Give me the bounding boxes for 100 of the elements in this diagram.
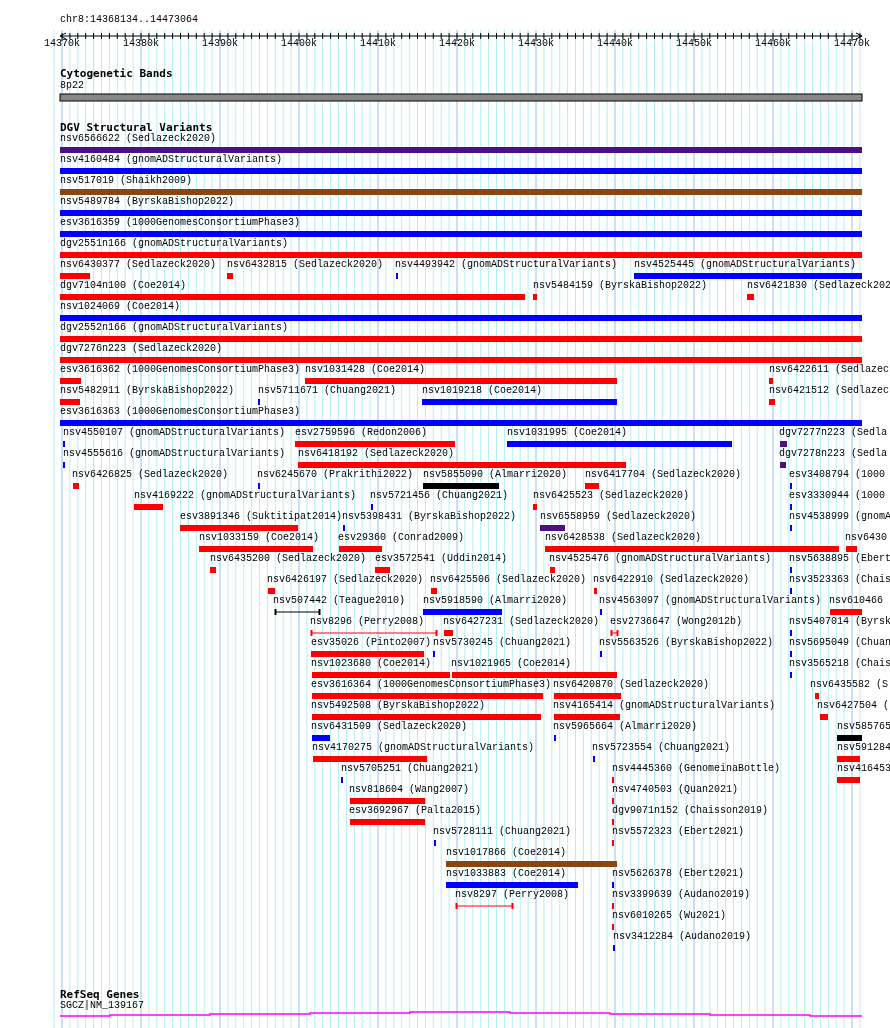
tick-label: 14370k: [44, 38, 80, 50]
variant-label: nsv5626378 (Ebert2021): [612, 868, 745, 880]
variant-label: nsv6420870 (Sedlazeck2020): [553, 679, 710, 691]
variant-label: nsv1033883 (Coe2014): [446, 868, 567, 880]
variant-label: nsv6421512 (Sedlazec: [769, 385, 890, 397]
variant-label: nsv610466: [829, 595, 883, 607]
tick-label: 14390k: [202, 38, 238, 50]
variant-label: nsv5572323 (Ebert2021): [612, 826, 745, 838]
variant-label: dgv2552n166 (gnomADStructuralVariants): [60, 322, 289, 334]
variant-label: nsv6430: [845, 532, 887, 544]
variant-label: nsv6558959 (Sedlazeck2020): [540, 511, 697, 523]
variant-label: nsv6425523 (Sedlazeck2020): [533, 490, 690, 502]
variant-label: nsv818604 (Wang2007): [349, 784, 470, 796]
variant-label: nsv585765: [837, 721, 890, 733]
variant-label: nsv517019 (Shaikh2009): [60, 175, 193, 187]
variant-label: nsv5482911 (ByrskaBishop2022): [60, 385, 235, 397]
variant-label: nsv8297 (Perry2008): [455, 889, 570, 901]
variant-label: nsv3412284 (Audano2019): [613, 931, 752, 943]
variant-label: nsv5705251 (Chuang2021): [341, 763, 480, 775]
variant-label: esv3408794 (1000: [789, 469, 885, 481]
variant-label: nsv1031995 (Coe2014): [507, 427, 628, 439]
variant-label: nsv4550107 (gnomADStructuralVariants): [63, 427, 286, 439]
variant-label: nsv6425506 (Sedlazeck2020): [430, 574, 587, 586]
variant-label: nsv4525445 (gnomADStructuralVariants): [634, 259, 857, 271]
variant-label: nsv6245670 (Prakrithi2022): [257, 469, 414, 481]
variant-label: nsv5492508 (ByrskaBishop2022): [311, 700, 486, 712]
variant-label: nsv1031428 (Coe2014): [305, 364, 426, 376]
tick-label: 14380k: [123, 38, 159, 50]
variant-label: nsv1023680 (Coe2014): [311, 658, 432, 670]
variant-label: nsv6426197 (Sedlazeck2020): [267, 574, 424, 586]
variant-label: nsv1033159 (Coe2014): [199, 532, 320, 544]
variant-label: esv3616363 (1000GenomesConsortiumPhase3): [60, 406, 301, 418]
variant-label: nsv1021965 (Coe2014): [451, 658, 572, 670]
variant-label: esv3692967 (Palta2015): [349, 805, 482, 817]
variant-label: nsv5407014 (Byrsk: [789, 616, 890, 628]
variant-label: nsv6422611 (Sedlazec: [769, 364, 890, 376]
gene-label: SGCZ|NM_139167: [60, 1000, 144, 1012]
variant-label: dgv9071n152 (Chaisson2019): [612, 805, 769, 817]
variant-label: nsv5489784 (ByrskaBishop2022): [60, 196, 235, 208]
variant-label: nsv3565218 (Chais: [789, 658, 890, 670]
variant-label: nsv4445360 (GenomeinaBottle): [612, 763, 781, 775]
variant-label: nsv3523363 (Chais: [789, 574, 890, 586]
variant-label: nsv3399639 (Audano2019): [612, 889, 751, 901]
variant-label: esv3330944 (1000: [789, 490, 885, 502]
track-title: RefSeq Genes: [60, 988, 140, 1001]
variant-label: nsv5723554 (Chuang2021): [592, 742, 731, 754]
tick-label: 14430k: [518, 38, 554, 50]
tick-label: 14420k: [439, 38, 475, 50]
variant-label: nsv6417704 (Sedlazeck2020): [585, 469, 742, 481]
variant-label: nsv4160484 (gnomADStructuralVariants): [60, 154, 283, 166]
variant-label: nsv5721456 (Chuang2021): [370, 490, 509, 502]
variant-label: nsv4740503 (Quan2021): [612, 784, 739, 796]
variant-label: nsv5563526 (ByrskaBishop2022): [599, 637, 774, 649]
tick-label: 14410k: [360, 38, 396, 50]
variant-label: nsv6010265 (Wu2021): [612, 910, 727, 922]
variant-label: esv35026 (Pinto2007): [311, 637, 432, 649]
variant-label: nsv6430377 (Sedlazeck2020): [60, 259, 217, 271]
variant-label: nsv1017866 (Coe2014): [446, 847, 567, 859]
position-label: chr8:14368134..14473064: [60, 14, 199, 26]
variant-label: dgv2551n166 (gnomADStructuralVariants): [60, 238, 289, 250]
variant-label: nsv5484159 (ByrskaBishop2022): [533, 280, 708, 292]
variant-label: nsv5638895 (Ebert: [789, 553, 890, 565]
variant-label: nsv591284: [837, 742, 890, 754]
variant-label: nsv5695049 (Chuan: [789, 637, 890, 649]
variant-label: nsv4563097 (gnomADStructuralVariants): [599, 595, 822, 607]
variant-label: nsv6422910 (Sedlazeck2020): [593, 574, 750, 586]
band-label: 8p22: [60, 80, 84, 92]
variant-label: nsv416453: [837, 763, 890, 775]
variant-label: nsv1019218 (Coe2014): [422, 385, 543, 397]
variant-label: esv3616364 (1000GenomesConsortiumPhase3): [311, 679, 552, 691]
variant-label: esv3891346 (Suktitipat2014): [180, 511, 343, 523]
variant-label: nsv5730245 (Chuang2021): [433, 637, 572, 649]
variant-label: nsv507442 (Teague2010): [273, 595, 406, 607]
variant-label: nsv4169222 (gnomADStructuralVariants): [134, 490, 357, 502]
variant-label: nsv4165414 (gnomADStructuralVariants): [553, 700, 776, 712]
variant-label: nsv5398431 (ByrskaBishop2022): [342, 511, 517, 523]
variant-label: dgv7277n223 (Sedla: [779, 427, 888, 439]
variant-label: nsv5711671 (Chuang2021): [258, 385, 397, 397]
variant-label: nsv5918590 (Almarri2020): [423, 595, 568, 607]
tick-label: 14400k: [281, 38, 317, 50]
variant-label: nsv5855090 (Almarri2020): [423, 469, 568, 481]
variant-label: nsv4170275 (gnomADStructuralVariants): [312, 742, 535, 754]
variant-label: nsv6427231 (Sedlazeck2020): [443, 616, 600, 628]
variant-label: esv3572541 (Uddin2014): [375, 553, 508, 565]
variant-label: nsv4493942 (gnomADStructuralVariants): [395, 259, 618, 271]
variant-label: dgv7276n223 (Sedlazeck2020): [60, 343, 223, 355]
variant-label: esv2759596 (Redon2006): [295, 427, 428, 439]
variant-label: esv3616359 (1000GenomesConsortiumPhase3): [60, 217, 301, 229]
tick-label: 14470k: [834, 38, 870, 50]
tick-label: 14460k: [755, 38, 791, 50]
variant-label: esv29360 (Conrad2009): [338, 532, 465, 544]
track-title: Cytogenetic Bands: [60, 67, 173, 80]
variant-label: nsv5965664 (Almarri2020): [553, 721, 698, 733]
variant-label: nsv6431509 (Sedlazeck2020): [311, 721, 468, 733]
tick-label: 14440k: [597, 38, 633, 50]
variant-label: nsv5728111 (Chuang2021): [433, 826, 572, 838]
variant-label: nsv4555616 (gnomADStructuralVariants): [63, 448, 286, 460]
variant-label: nsv6566622 (Sedlazeck2020): [60, 133, 217, 145]
variant-label: nsv1024069 (Coe2014): [60, 301, 181, 313]
tick-label: 14450k: [676, 38, 712, 50]
